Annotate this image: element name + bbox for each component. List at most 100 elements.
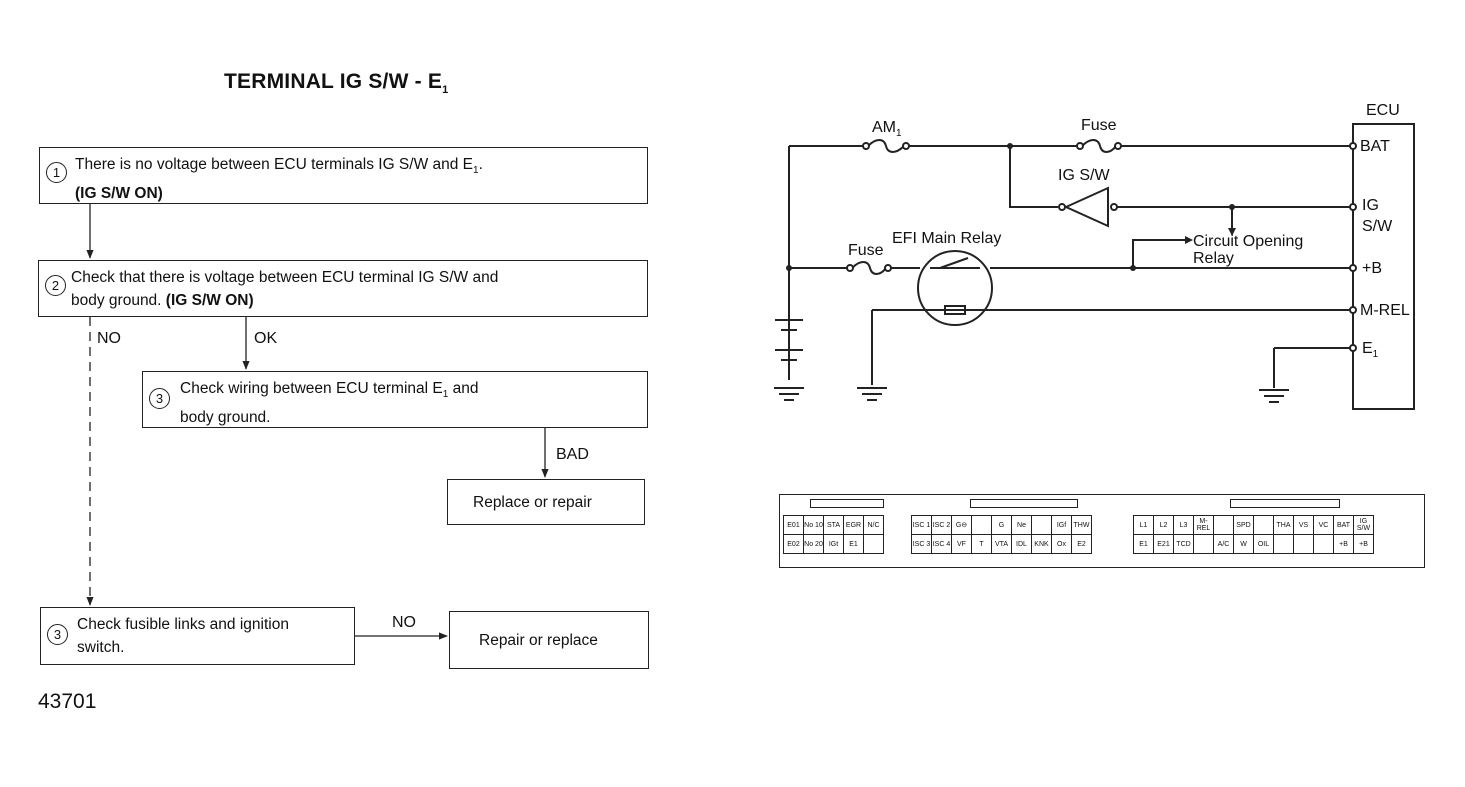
connector-pin: THW	[1071, 515, 1092, 535]
connector-pin: E21	[1153, 534, 1174, 554]
connector-pin: No 20	[803, 534, 824, 554]
connector-pin: ISC 2	[931, 515, 952, 535]
connector-pin: THA	[1273, 515, 1294, 535]
step3b-box: 3 Check fusible links and ignition switc…	[40, 607, 355, 665]
connector-pin: E2	[1071, 534, 1092, 554]
circuit-opening-label-2: Relay	[1193, 250, 1234, 267]
efi-relay-label: EFI Main Relay	[892, 230, 1001, 247]
step-number-badge: 3	[47, 624, 68, 645]
connector-pin: M-REL	[1193, 515, 1214, 535]
connector-pin: IGf	[1051, 515, 1072, 535]
connector-pin: SPD	[1233, 515, 1254, 535]
terminal-mrel: M-REL	[1360, 302, 1410, 319]
ecu-label: ECU	[1366, 102, 1400, 119]
connector-pin	[971, 515, 992, 535]
connector-pin: G	[991, 515, 1012, 535]
connector-pin	[1213, 515, 1234, 535]
terminal-ig: IG	[1362, 197, 1379, 214]
connector-pin: Ox	[1051, 534, 1072, 554]
step-number-badge: 1	[46, 162, 67, 183]
step2-box: 2 Check that there is voltage between EC…	[38, 260, 648, 317]
fuse-top-icon	[1081, 139, 1117, 153]
connector-pin: ISC 4	[931, 534, 952, 554]
connector-pin: L2	[1153, 515, 1174, 535]
e1-wire	[1273, 347, 1353, 388]
connector-pin: VC	[1313, 515, 1334, 535]
fuse-mid-label: Fuse	[848, 242, 884, 259]
step3a-text: Check wiring between ECU terminal E1 and…	[180, 380, 479, 427]
step1-text: There is no voltage between ECU terminal…	[75, 156, 483, 203]
step3a-box: 3 Check wiring between ECU terminal E1 a…	[142, 371, 648, 428]
connector-pin	[1193, 534, 1214, 554]
cor-wire-2	[1132, 239, 1185, 268]
connector-pin: Ne	[1011, 515, 1032, 535]
repair-replace-text: Repair or replace	[479, 632, 598, 649]
connector-pin: W	[1233, 534, 1254, 554]
am1-label: AM1	[872, 119, 902, 139]
connector-pin	[863, 534, 884, 554]
connector-pin: E02	[783, 534, 804, 554]
connector-pin	[1293, 534, 1314, 554]
fuse-mid-icon	[851, 261, 887, 275]
fuse-top-label: Fuse	[1081, 117, 1117, 134]
connector-pin: IG S/W	[1353, 515, 1374, 535]
connector-pin: VTA	[991, 534, 1012, 554]
replace-repair-text: Replace or repair	[473, 494, 592, 511]
igsw-label: IG S/W	[1058, 167, 1110, 184]
connector-pin	[1031, 515, 1052, 535]
connector-pin: A/C	[1213, 534, 1234, 554]
battery-ground-icon	[774, 387, 804, 401]
connector-pin: +B	[1333, 534, 1354, 554]
e1-ground-icon	[1259, 389, 1289, 403]
connector-pin: VS	[1293, 515, 1314, 535]
branch-label-bad: BAD	[556, 446, 589, 463]
connector-pin: G⊖	[951, 515, 972, 535]
step-number-badge: 3	[149, 388, 170, 409]
connector-pin: E1	[843, 534, 864, 554]
connector-pin: L3	[1173, 515, 1194, 535]
efi-relay-icon	[917, 250, 993, 326]
page-title: TERMINAL IG S/W - E1	[224, 70, 449, 97]
connector-pin: STA	[823, 515, 844, 535]
connector-pin: ISC 3	[911, 534, 932, 554]
connector-pin: BAT	[1333, 515, 1354, 535]
step1-box: 1 There is no voltage between ECU termin…	[39, 147, 648, 204]
connector-pin: IGt	[823, 534, 844, 554]
step3b-text: Check fusible links and ignition switch.	[77, 616, 289, 656]
terminal-bat: BAT	[1360, 138, 1390, 155]
am1-fuse-icon	[867, 139, 905, 153]
connector-pin: VF	[951, 534, 972, 554]
repair-replace-box: Repair or replace	[449, 611, 649, 669]
connector-pin: E01	[783, 515, 804, 535]
terminal-sw: S/W	[1362, 218, 1393, 235]
battery-icon	[775, 310, 803, 380]
terminal-plusb: +B	[1362, 260, 1382, 277]
connector-pin: KNK	[1031, 534, 1052, 554]
connector-pin: E1	[1133, 534, 1154, 554]
terminal-e1: E1	[1362, 340, 1379, 360]
branch-label-no-2: NO	[392, 614, 416, 631]
connector-pin: EGR	[843, 515, 864, 535]
branch-label-no: NO	[97, 330, 121, 347]
connector-pin	[1273, 534, 1294, 554]
connector-pin: No 10	[803, 515, 824, 535]
connector-pin: ISC 1	[911, 515, 932, 535]
connector-pin: +B	[1353, 534, 1374, 554]
step2-text: Check that there is voltage between ECU …	[71, 269, 499, 309]
connector-pin: IDL	[1011, 534, 1032, 554]
connector-pin: L1	[1133, 515, 1154, 535]
igsw-switch-icon	[1063, 186, 1109, 228]
replace-repair-box: Replace or repair	[447, 479, 645, 525]
connector-pin: N/C	[863, 515, 884, 535]
connector-pin: T	[971, 534, 992, 554]
figure-id: 43701	[38, 690, 97, 713]
branch-label-ok: OK	[254, 330, 278, 347]
relay-ground-icon	[857, 387, 887, 401]
connector-pin: OIL	[1253, 534, 1274, 554]
